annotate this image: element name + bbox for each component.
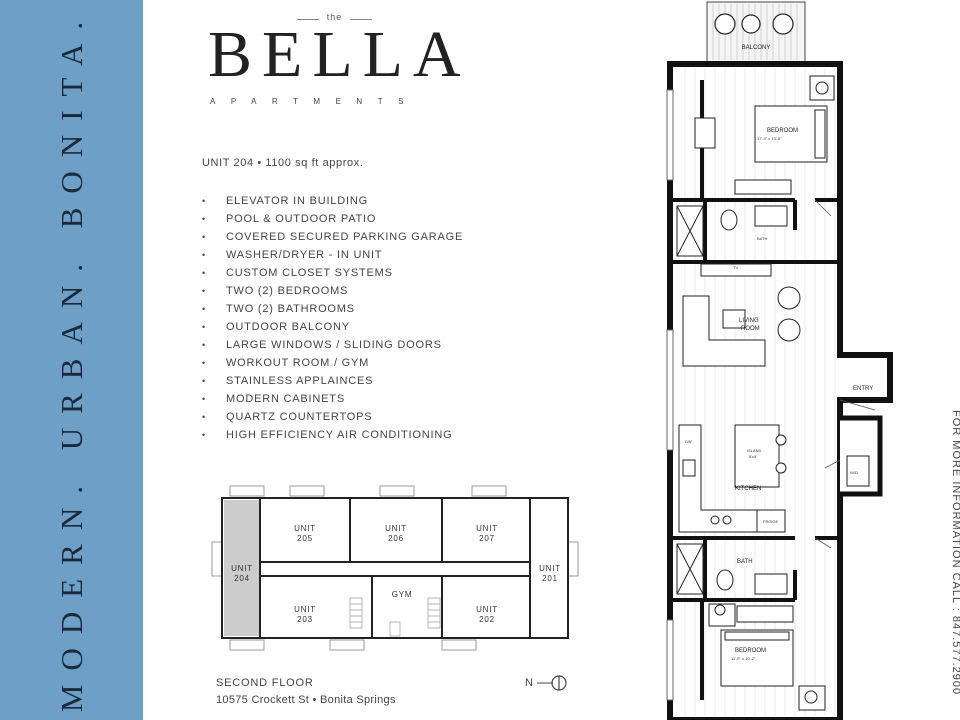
brand-subtitle: APARTMENTS [210, 97, 419, 106]
unit-201-label: UNIT [539, 564, 561, 573]
site-plan: UNIT 205 UNIT 206 UNIT 207 UNIT 204 UNIT… [211, 485, 579, 651]
kitchen-label: KITCHEN [735, 486, 761, 492]
unit-204-label: UNIT [231, 564, 253, 573]
island-size: 8'x4' [749, 454, 757, 459]
feature-item: TWO (2) BATHROOMS [202, 302, 463, 320]
unit-202-label: UNIT [476, 605, 498, 614]
feature-item: POOL & OUTDOOR PATIO [202, 212, 463, 230]
sofa-icon [682, 286, 801, 367]
stair-icon [349, 597, 441, 637]
unit-202-number: 202 [479, 615, 495, 624]
feature-item: STAINLESS APPLAINCES [202, 374, 463, 392]
floor-label: SECOND FLOOR [216, 677, 314, 689]
bedroom-2-label: BEDROOM [735, 648, 766, 654]
unit-205-label: UNIT [294, 524, 316, 533]
bedroom-1-size: 17'-9" x 13'-8" [757, 136, 782, 141]
feature-item: WASHER/DRYER - IN UNIT [202, 248, 463, 266]
unit-201-number: 201 [542, 574, 558, 583]
feature-item: ELEVATOR IN BUILDING [202, 194, 463, 212]
bath-1-label: BATH [757, 236, 767, 241]
washer-dryer-icon [846, 455, 870, 487]
interior-walls [670, 80, 840, 700]
unit-207-number: 207 [479, 534, 495, 543]
unit-205-number: 205 [297, 534, 313, 543]
north-arrow-icon [537, 675, 567, 691]
bathroom-fixture-icon [676, 543, 788, 595]
feature-item: LARGE WINDOWS / SLIDING DOORS [202, 338, 463, 356]
door-swing-icon [814, 199, 876, 549]
feature-item: OUTDOOR BALCONY [202, 320, 463, 338]
gym-label: GYM [392, 590, 413, 599]
feature-item: MODERN CABINETS [202, 392, 463, 410]
feature-item: TWO (2) BEDROOMS [202, 284, 463, 302]
bath-2-label: BATH [737, 559, 753, 565]
north-label: N [525, 677, 533, 689]
tv-console [700, 263, 772, 277]
bed-icon [708, 603, 826, 711]
fridge-label: FRIDGE [763, 519, 778, 524]
balcony-label: BALCONY [742, 45, 771, 51]
unit-203-label: UNIT [294, 605, 316, 614]
bedroom-2-size: 11'-9" x 10'-2" [731, 656, 756, 661]
kitchen-counter-icon [678, 424, 787, 533]
unit-206-label: UNIT [385, 524, 407, 533]
island-label: ISLAND [747, 448, 762, 453]
unit-floor-plan: BALCONY BEDROOM 17'-9" x 13'-8" [666, 1, 893, 720]
window-icon [666, 89, 674, 701]
sidebar-tagline: MODERN. URBAN. BONITA. [54, 7, 89, 713]
feature-item: WORKOUT ROOM / GYM [202, 356, 463, 374]
site-plan-walls [259, 498, 531, 638]
bedroom-1-label: BEDROOM [767, 128, 798, 134]
unit-info: UNIT 204 • 1100 sq ft approx. [202, 157, 364, 169]
entry-label: ENTRY [853, 386, 873, 392]
feature-item: QUARTZ COUNTERTOPS [202, 410, 463, 428]
wd-label: W/D [850, 470, 858, 475]
balcony: BALCONY [706, 1, 806, 65]
tv-label: TV [733, 265, 738, 270]
site-plan-balconies [211, 485, 579, 651]
site-plan-outline [221, 497, 569, 639]
living-room-label-2: ROOM [741, 326, 760, 332]
bed-icon [694, 75, 835, 195]
brand-the: the [297, 12, 372, 22]
contact-info: FOR MORE INFORMATION CALL : 847.577.2900 [950, 410, 960, 696]
sidebar-band: MODERN. URBAN. BONITA. [0, 0, 143, 720]
feature-item: CUSTOM CLOSET SYSTEMS [202, 266, 463, 284]
unit-207-label: UNIT [476, 524, 498, 533]
feature-list: ELEVATOR IN BUILDING POOL & OUTDOOR PATI… [202, 194, 463, 446]
feature-item: HIGH EFFICIENCY AIR CONDITIONING [202, 428, 463, 446]
balcony-chair-icon [714, 13, 794, 35]
feature-item: COVERED SECURED PARKING GARAGE [202, 230, 463, 248]
bathroom-fixture-icon [676, 205, 788, 257]
living-room-label-1: LIVING [739, 318, 759, 324]
unit-204-highlight [224, 500, 260, 636]
address: 10575 Crockett St • Bonita Springs [216, 694, 396, 706]
dishwasher-label: DW [685, 439, 692, 444]
unit-206-number: 206 [388, 534, 404, 543]
brand-logo: BELLA [208, 18, 471, 91]
unit-203-number: 203 [297, 615, 313, 624]
unit-204-number: 204 [234, 574, 250, 583]
